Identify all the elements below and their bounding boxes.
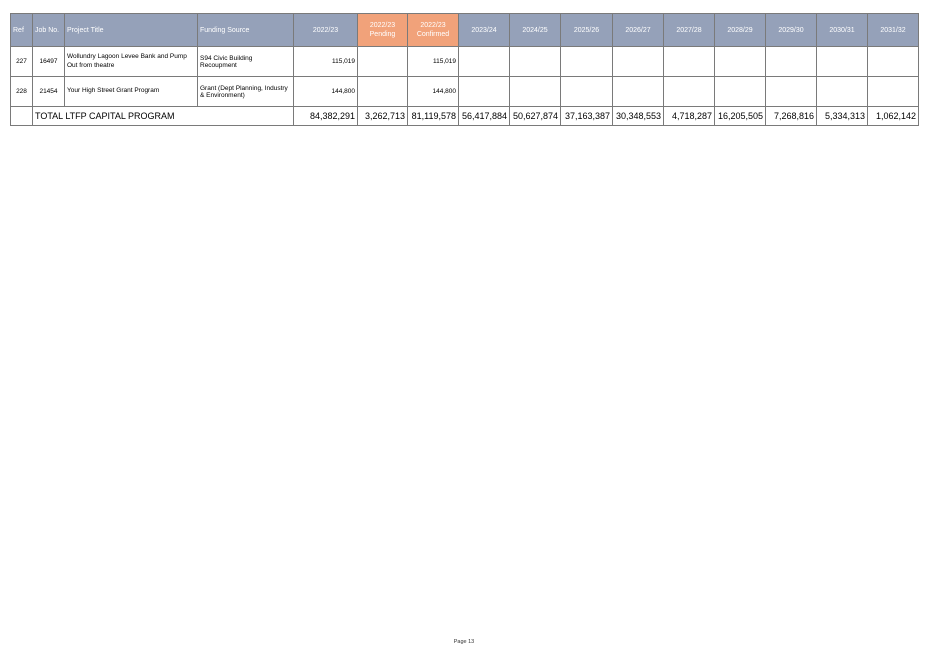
cell-ref: 228 — [10, 76, 33, 107]
cell-2030-31 — [816, 76, 868, 107]
cell-project-title: Wollundry Lagoon Levee Bank and Pump Out… — [64, 46, 198, 77]
pending-label: Pending — [369, 31, 396, 38]
total-2031-32: 1,062,142 — [867, 106, 919, 126]
confirmed-year: 2022/23 — [420, 22, 446, 29]
cell-2027-28 — [663, 76, 715, 107]
cell-funding-source: S94 Civic Building Recoupment — [197, 46, 294, 77]
table-row: 227 16497 Wollundry Lagoon Levee Bank an… — [10, 46, 919, 77]
cell-2022-23-pending — [357, 46, 408, 77]
cell-2022-23: 115,019 — [293, 46, 358, 77]
col-header-2022-23-pending: 2022/23 Pending — [357, 13, 408, 47]
col-header-2024-25: 2024/25 — [509, 13, 561, 47]
cell-2023-24 — [458, 76, 510, 107]
page-number: Page 13 — [453, 639, 475, 645]
cell-2022-23-confirmed: 115,019 — [407, 46, 459, 77]
total-2028-29: 16,205,505 — [714, 106, 766, 126]
cell-2025-26 — [560, 76, 613, 107]
total-2022-23-pending: 3,262,713 — [357, 106, 408, 126]
cell-2026-27 — [612, 46, 664, 77]
cell-2024-25 — [509, 46, 561, 77]
cell-2022-23-confirmed: 144,800 — [407, 76, 459, 107]
cell-2028-29 — [714, 76, 766, 107]
col-header-2030-31: 2030/31 — [816, 13, 868, 47]
col-header-2029-30: 2029/30 — [765, 13, 817, 47]
cell-2022-23: 144,800 — [293, 76, 358, 107]
total-2027-28: 4,718,287 — [663, 106, 715, 126]
cell-ref: 227 — [10, 46, 33, 77]
col-header-job-no: Job No. — [32, 13, 65, 47]
cell-job-no: 16497 — [32, 46, 65, 77]
col-header-ref: Ref — [10, 13, 33, 47]
confirmed-label: Confirmed — [416, 31, 450, 38]
col-header-funding-source: Funding Source — [197, 13, 294, 47]
cell-2025-26 — [560, 46, 613, 77]
total-2022-23: 84,382,291 — [293, 106, 358, 126]
col-header-2027-28: 2027/28 — [663, 13, 715, 47]
cell-job-no: 21454 — [32, 76, 65, 107]
total-2022-23-confirmed: 81,119,578 — [407, 106, 459, 126]
header-row: Ref Job No. Project Title Funding Source… — [10, 13, 919, 47]
total-2029-30: 7,268,816 — [765, 106, 817, 126]
cell-2023-24 — [458, 46, 510, 77]
col-header-2028-29: 2028/29 — [714, 13, 766, 47]
total-row: TOTAL LTFP CAPITAL PROGRAM 84,382,291 3,… — [10, 106, 919, 126]
col-header-2025-26: 2025/26 — [560, 13, 613, 47]
col-header-2022-23: 2022/23 — [293, 13, 358, 47]
capital-program-table: Ref Job No. Project Title Funding Source… — [10, 13, 919, 126]
total-2030-31: 5,334,313 — [816, 106, 868, 126]
total-label: TOTAL LTFP CAPITAL PROGRAM — [32, 106, 294, 126]
col-header-2031-32: 2031/32 — [867, 13, 919, 47]
cell-2031-32 — [867, 76, 919, 107]
col-header-2022-23-confirmed: 2022/23 Confirmed — [407, 13, 459, 47]
total-2023-24: 56,417,884 — [458, 106, 510, 126]
table-row: 228 21454 Your High Street Grant Program… — [10, 76, 919, 107]
cell-2027-28 — [663, 46, 715, 77]
cell-project-title: Your High Street Grant Program — [64, 76, 198, 107]
cell-2030-31 — [816, 46, 868, 77]
cell-2028-29 — [714, 46, 766, 77]
cell-funding-source: Grant (Dept Planning, Industry & Environ… — [197, 76, 294, 107]
total-2025-26: 37,163,387 — [560, 106, 613, 126]
cell-2029-30 — [765, 46, 817, 77]
col-header-2023-24: 2023/24 — [458, 13, 510, 47]
col-header-project-title: Project Title — [64, 13, 198, 47]
cell-2029-30 — [765, 76, 817, 107]
cell-2026-27 — [612, 76, 664, 107]
pending-year: 2022/23 — [369, 22, 396, 29]
total-blank-ref — [10, 106, 33, 126]
total-2026-27: 30,348,553 — [612, 106, 664, 126]
cell-2024-25 — [509, 76, 561, 107]
total-2024-25: 50,627,874 — [509, 106, 561, 126]
cell-2031-32 — [867, 46, 919, 77]
col-header-2026-27: 2026/27 — [612, 13, 664, 47]
cell-2022-23-pending — [357, 76, 408, 107]
